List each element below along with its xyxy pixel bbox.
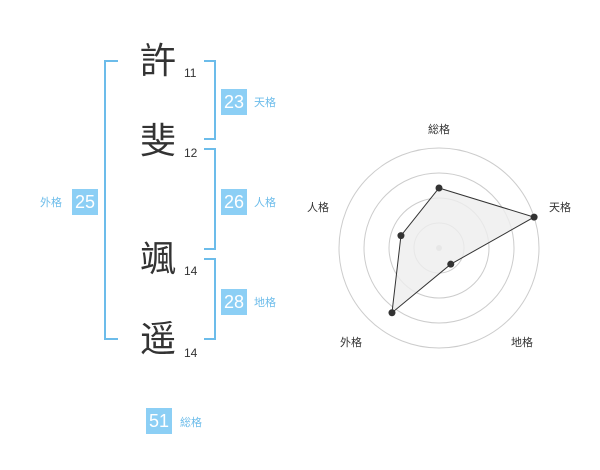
radar-grid-ring xyxy=(413,222,465,274)
stroke-count-3: 14 xyxy=(184,264,198,278)
radar-label-jinkaku: 人格 xyxy=(307,201,329,214)
radar-grid-ring xyxy=(363,172,515,324)
gaikaku-label: 外格 xyxy=(40,196,62,209)
jinkaku-value: 26 xyxy=(221,189,247,215)
radar-label-soukaku: 総格 xyxy=(428,123,450,136)
name-char-1: 許 xyxy=(140,41,177,82)
tenkaku-bracket xyxy=(204,60,216,140)
jinkaku-bracket xyxy=(204,148,216,250)
radar-point-0 xyxy=(435,184,443,192)
soukaku-value: 51 xyxy=(146,408,172,434)
chikaku-value: 28 xyxy=(221,289,247,315)
radar-point-2 xyxy=(447,260,455,268)
radar-point-3 xyxy=(388,309,396,317)
stroke-count-2: 12 xyxy=(184,146,198,160)
tenkaku-label: 天格 xyxy=(254,96,276,109)
radar-polygon xyxy=(391,187,536,314)
radar-point-4 xyxy=(397,232,405,240)
name-char-3: 颯 xyxy=(140,239,177,280)
radar-grid-ring xyxy=(338,147,540,349)
jinkaku-label: 人格 xyxy=(254,196,276,209)
radar-label-chikaku: 地格 xyxy=(511,336,533,349)
chikaku-bracket xyxy=(204,258,216,340)
chikaku-label: 地格 xyxy=(254,296,276,309)
radar-grid-ring xyxy=(388,197,490,299)
name-char-4: 遥 xyxy=(140,319,177,360)
soukaku-label: 総格 xyxy=(180,416,202,429)
radar-point-1 xyxy=(530,213,538,221)
gaikaku-value: 25 xyxy=(72,189,98,215)
gaikaku-bracket xyxy=(104,60,118,340)
radar-center-dot xyxy=(436,245,442,251)
stroke-count-4: 14 xyxy=(184,346,198,360)
name-char-2: 斐 xyxy=(140,121,177,162)
tenkaku-value: 23 xyxy=(221,89,247,115)
stroke-count-1: 11 xyxy=(184,66,197,80)
radar-label-gaikaku: 外格 xyxy=(340,336,362,349)
radar-label-tenkaku: 天格 xyxy=(549,201,571,214)
